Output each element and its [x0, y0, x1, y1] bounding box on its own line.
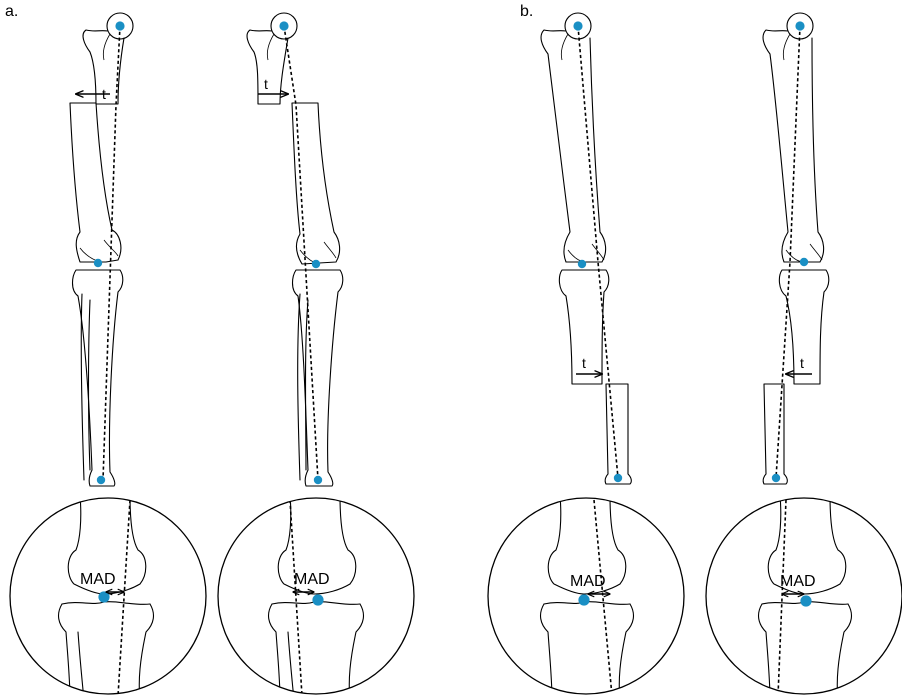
leg-a2: t: [246, 12, 344, 487]
mad-label: MAD: [780, 573, 816, 590]
translation-label: t: [264, 76, 268, 92]
knee-center-point: [312, 594, 324, 606]
leg-a1: t: [69, 12, 134, 487]
knee-zoom-b1: MAD: [487, 497, 685, 695]
translation-label: t: [102, 86, 106, 102]
hip-center-point: [115, 21, 125, 31]
hip-center-point: [279, 21, 289, 31]
ankle-center-point: [313, 475, 323, 485]
ankle-center-point: [771, 473, 781, 483]
leg-b2: t: [762, 12, 830, 485]
ankle-center-point: [613, 473, 623, 483]
mad-label: MAD: [570, 573, 606, 590]
hip-center-point: [795, 21, 805, 31]
leg-b1: t: [540, 12, 632, 485]
knee-center-point: [578, 594, 590, 606]
hip-center-point: [573, 21, 583, 31]
mad-label: MAD: [80, 571, 116, 588]
knee-zoom-a1: MAD: [9, 497, 207, 695]
translation-label: t: [582, 355, 586, 371]
ankle-center-point: [96, 475, 106, 485]
mechanical-axis-line: [283, 25, 319, 481]
mechanical-axis-line: [102, 25, 121, 481]
knee-center-point: [311, 259, 321, 269]
knee-center-point: [98, 591, 110, 603]
knee-center-point: [93, 258, 103, 268]
knee-center-point: [799, 257, 809, 267]
knee-zoom-a2: MAD: [217, 497, 415, 695]
panel-label-a: a.: [5, 3, 18, 20]
knee-center-point: [800, 595, 812, 607]
knee-zoom-b2: MAD: [705, 497, 902, 695]
translation-label: t: [800, 355, 804, 371]
mad-label: MAD: [294, 571, 330, 588]
panel-label-b: b.: [520, 3, 533, 20]
knee-center-point: [577, 259, 587, 269]
